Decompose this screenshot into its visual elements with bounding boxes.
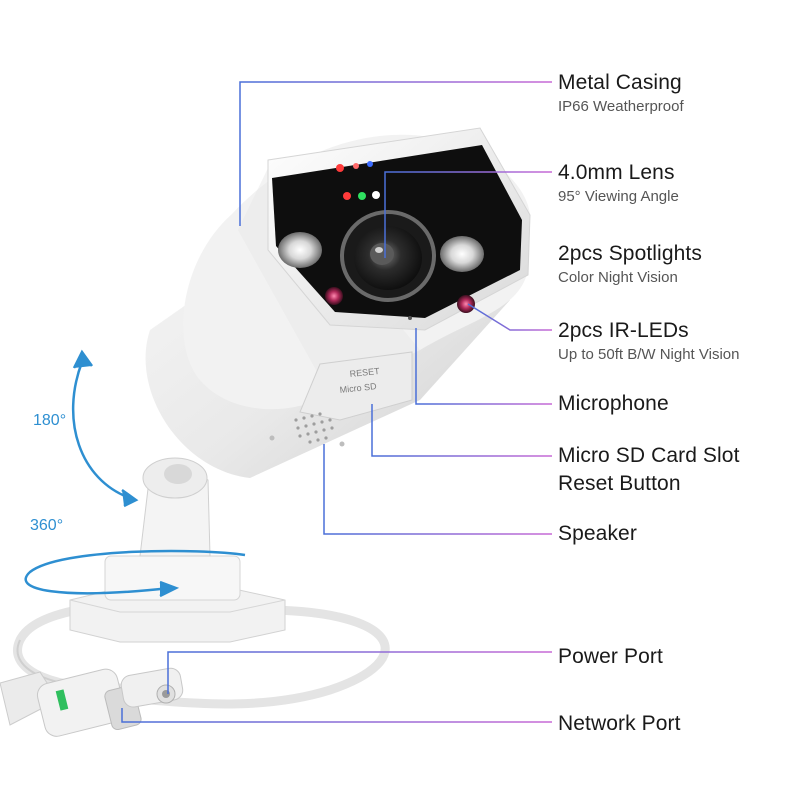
callout-title: Speaker — [558, 522, 637, 545]
callout-title: 2pcs Spotlights — [558, 242, 702, 265]
pan-rotation-label: 360° — [30, 517, 64, 534]
sd-marking: Micro SD — [339, 381, 377, 395]
callout-title: 2pcs IR-LEDs — [558, 319, 689, 342]
camera-body — [145, 127, 531, 478]
callout-title: 4.0mm Lens — [558, 161, 675, 184]
callout-subtitle: Up to 50ft B/W Night Vision — [558, 346, 740, 363]
callout-title-line2: Reset Button — [558, 472, 681, 495]
callout-lines — [121, 81, 552, 723]
tilt-rotation-label: 180° — [33, 412, 67, 429]
callout-ir-leds: 2pcs IR-LEDs Up to 50ft B/W Night Vision — [558, 318, 739, 364]
callout-subtitle: 95° Viewing Angle — [558, 188, 679, 205]
callout-subtitle: IP66 Weatherproof — [558, 98, 684, 115]
callout-subtitle: Color Night Vision — [558, 269, 678, 286]
rotation-arrows — [24, 349, 246, 598]
reset-marking: RESET — [349, 366, 380, 379]
callout-microphone: Microphone — [558, 391, 669, 416]
port-connectors — [0, 667, 184, 737]
callout-title: Micro SD Card Slot — [558, 444, 740, 467]
callout-title: Metal Casing — [558, 71, 682, 94]
callout-title: Microphone — [558, 392, 669, 415]
callout-title: Power Port — [558, 645, 663, 668]
callout-lens: 4.0mm Lens 95° Viewing Angle — [558, 160, 679, 206]
callout-sd-reset: Micro SD Card Slot Reset Button — [558, 443, 740, 496]
callout-spotlights: 2pcs Spotlights Color Night Vision — [558, 241, 702, 287]
callout-metal-casing: Metal Casing IP66 Weatherproof — [558, 70, 684, 116]
speaker-grille — [294, 412, 334, 444]
callout-title: Network Port — [558, 712, 681, 735]
mount-base — [69, 457, 286, 643]
callout-power-port: Power Port — [558, 644, 663, 669]
callout-speaker: Speaker — [558, 521, 637, 546]
callout-network-port: Network Port — [558, 711, 681, 736]
